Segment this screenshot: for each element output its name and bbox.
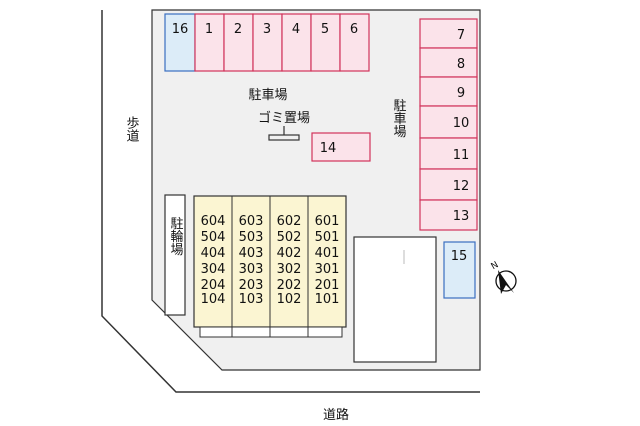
unit-301: 301 [315, 262, 340, 277]
unit-102: 102 [277, 292, 302, 307]
unit-604: 604 [201, 214, 226, 229]
parking-label-14: 14 [320, 141, 337, 156]
parking-label-2: 2 [234, 22, 242, 37]
parking-space-16 [164, 13, 196, 72]
unit-302: 302 [277, 262, 302, 277]
parking-space-11 [419, 137, 478, 170]
parking-space-1 [194, 13, 225, 72]
parking-space-6 [339, 13, 370, 72]
unit-402: 402 [277, 246, 302, 261]
unit-503: 503 [239, 230, 264, 245]
unit-202: 202 [277, 278, 302, 293]
parking-label-16: 16 [172, 22, 189, 37]
parking-label-5: 5 [321, 22, 329, 37]
unit-502: 502 [277, 230, 302, 245]
bicycle-parking-label: 駐輪場 [168, 217, 184, 256]
parking-label-10: 10 [453, 116, 470, 131]
parking-space-13 [419, 199, 478, 231]
unit-103: 103 [239, 292, 264, 307]
unit-104: 104 [201, 292, 226, 307]
parking-label-15: 15 [451, 249, 468, 264]
road-label: 道路 [323, 407, 349, 423]
apartment-building: 604 504 404 304 204 104 603 503 403 303 … [193, 195, 347, 338]
garbage-station [268, 134, 300, 141]
parking-label-4: 4 [292, 22, 300, 37]
parking-space-2 [223, 13, 254, 72]
parking-space-10 [419, 105, 478, 139]
unit-501: 501 [315, 230, 340, 245]
bicycle-parking [164, 194, 186, 316]
unit-504: 504 [201, 230, 226, 245]
unit-303: 303 [239, 262, 264, 277]
unit-203: 203 [239, 278, 264, 293]
parking-label-1: 1 [205, 22, 213, 37]
parking-label-11: 11 [453, 148, 470, 163]
unit-401: 401 [315, 246, 340, 261]
sidewalk-label: 歩道 [124, 116, 140, 142]
garbage-label: ゴミ置場 [258, 110, 310, 126]
unit-403: 403 [239, 246, 264, 261]
parking-space-15 [443, 241, 476, 299]
parking-row-top: 16 1 2 3 4 5 6 [164, 13, 370, 72]
parking-label-13: 13 [453, 209, 470, 224]
unit-601: 601 [315, 214, 340, 229]
parking-label-9: 9 [457, 86, 465, 101]
parking-space-7 [419, 18, 478, 49]
unit-101: 101 [315, 292, 340, 307]
parking-label-8: 8 [457, 57, 465, 72]
parking-space-8 [419, 47, 478, 78]
north-arrow-icon: N [490, 260, 517, 294]
parking-space-14 [311, 132, 371, 162]
unit-603: 603 [239, 214, 264, 229]
unit-404: 404 [201, 246, 226, 261]
unit-204: 204 [201, 278, 226, 293]
adjacent-building [353, 236, 437, 363]
parking-space-9 [419, 76, 478, 107]
parking-label-12: 12 [453, 179, 470, 194]
parking-label-7: 7 [457, 28, 465, 43]
unit-201: 201 [315, 278, 340, 293]
parking-area-label-east: 駐車場 [391, 99, 407, 138]
sidewalk-line [101, 10, 480, 393]
parking-label-6: 6 [350, 22, 358, 37]
parking-column-right: 7 8 9 10 11 12 13 [419, 18, 478, 231]
parking-area-label-north: 駐車場 [248, 88, 287, 103]
unit-304: 304 [201, 262, 226, 277]
svg-text:N: N [490, 260, 501, 272]
building-corridor [199, 326, 343, 338]
unit-602: 602 [277, 214, 302, 229]
parking-label-3: 3 [263, 22, 271, 37]
